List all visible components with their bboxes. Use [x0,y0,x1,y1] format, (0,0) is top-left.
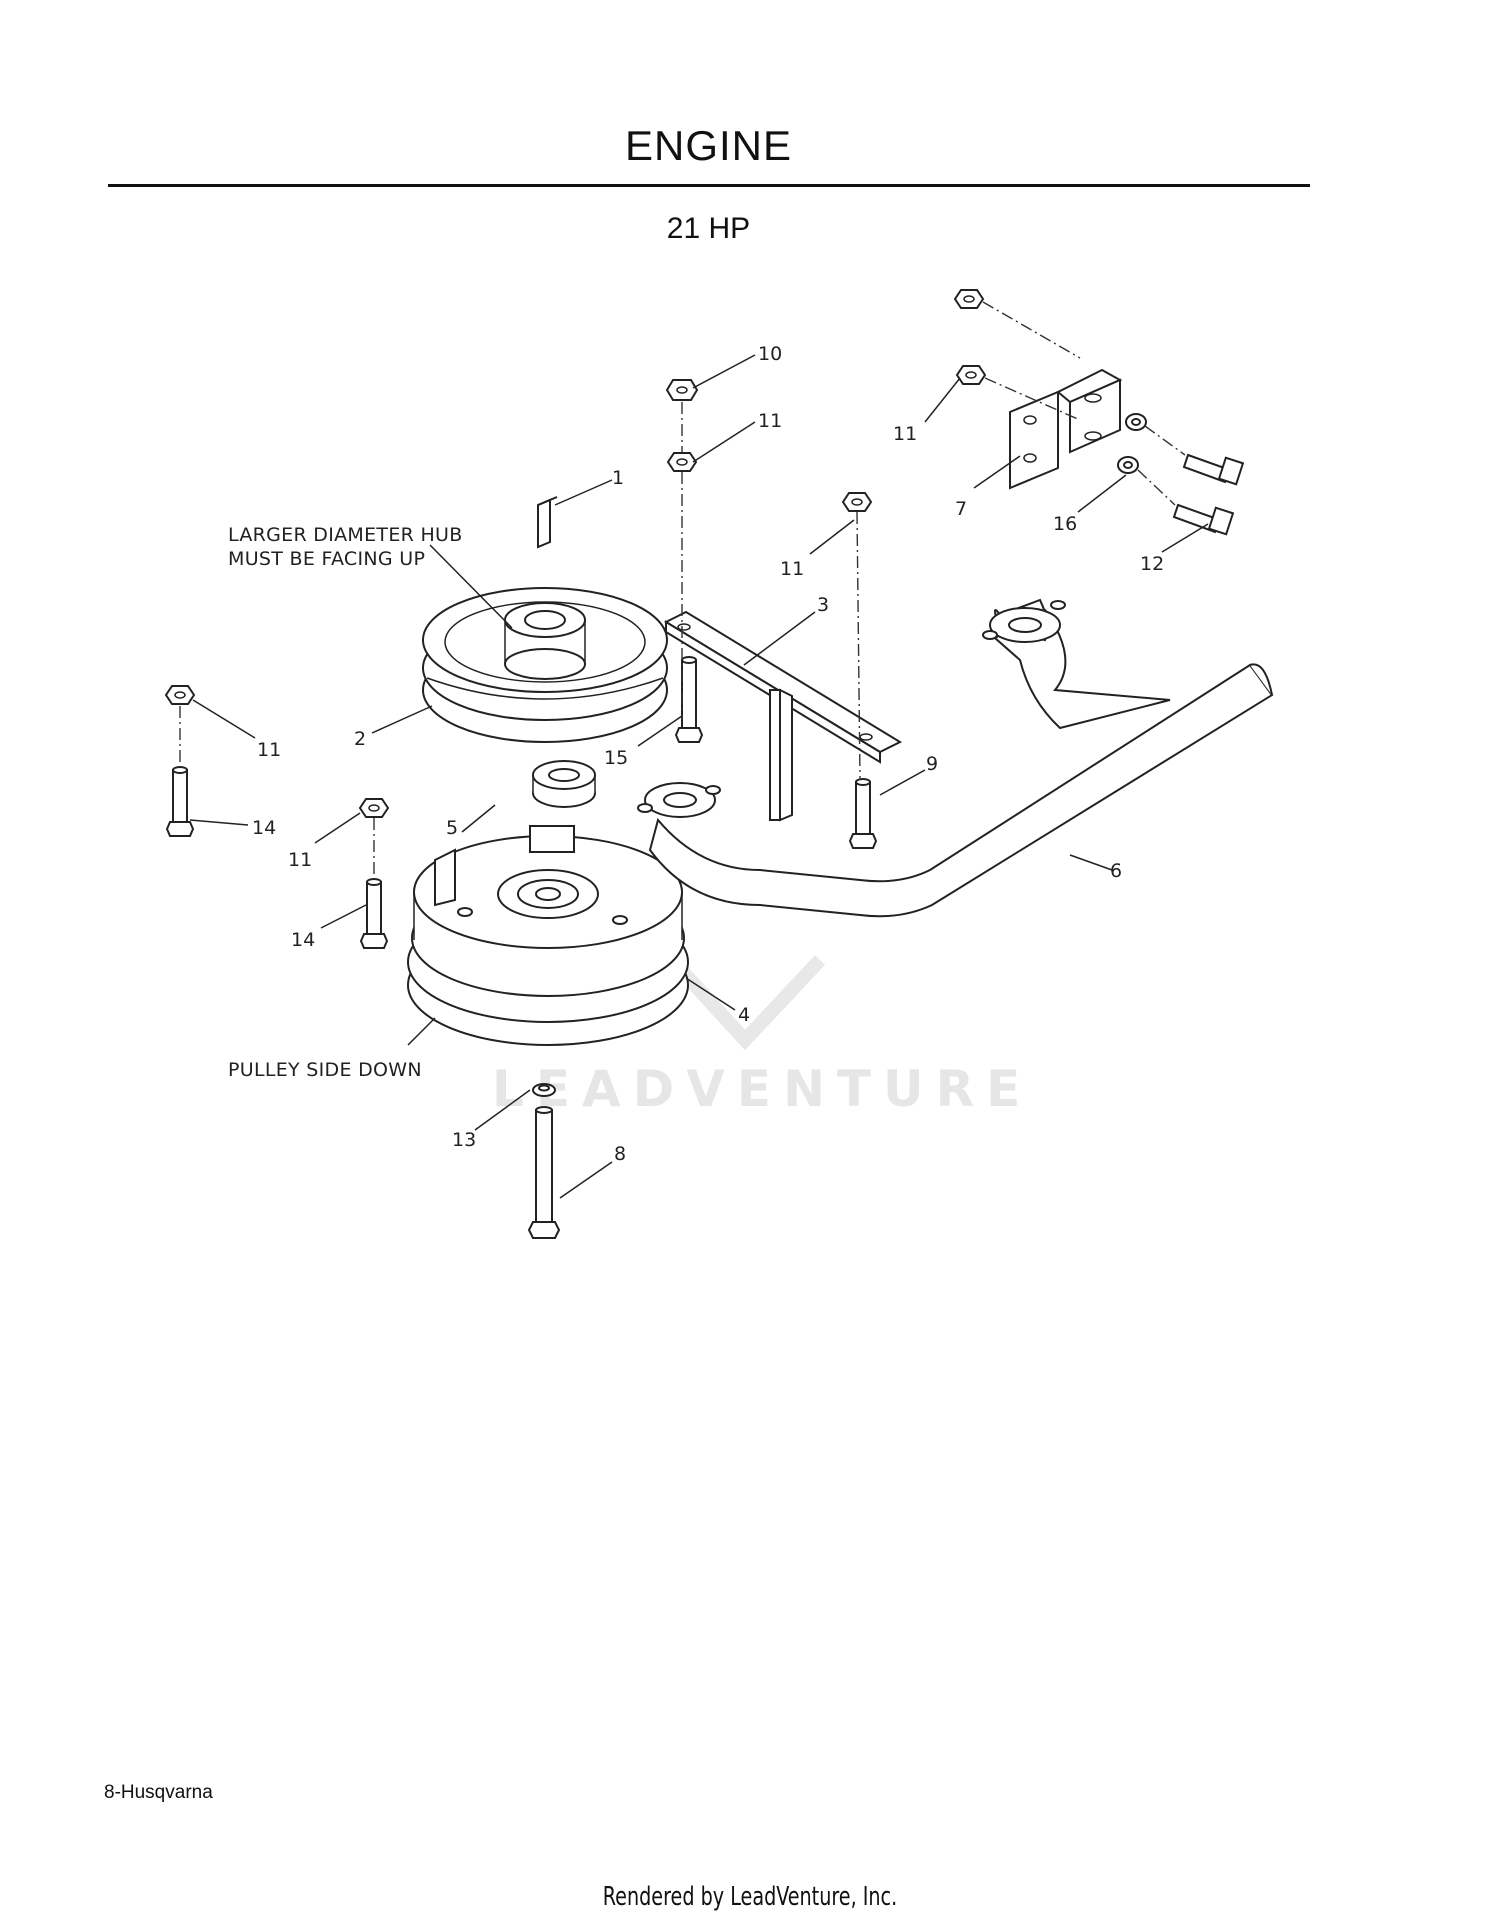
part-bolt-9 [848,778,878,849]
bolt-14-mid [359,878,389,949]
callout-4: 4 [738,1004,750,1026]
callout-11-top: 11 [758,410,782,432]
callout-11-left: 11 [257,739,281,761]
footer-page-label: 8-Husqvarna [104,1782,213,1803]
watermark-logo [666,955,826,1051]
callout-11-mid: 11 [288,849,312,871]
part-washers-16 [1117,413,1147,474]
page-subtitle: 21 HP [666,212,751,245]
nut-11-plate [955,365,987,385]
part-exhaust-pipe [637,598,1274,918]
callout-13: 13 [452,1129,476,1151]
part-washer [532,1083,556,1097]
part-clutch-bolt [527,1106,561,1239]
nut-11-left [164,685,196,705]
callout-1: 1 [612,467,624,489]
callout-leaders [189,354,1209,1199]
callout-14-mid: 14 [291,929,315,951]
part-spacer [532,760,596,808]
pulley-note: PULLEY SIDE DOWN [228,1059,422,1081]
assembly-center-lines [179,301,1186,878]
callout-5: 5 [446,817,458,839]
callout-6: 6 [1110,860,1122,882]
part-key [537,496,558,549]
title-rule [108,184,1310,187]
nut-11-plate-top [953,289,985,309]
callout-16: 16 [1053,513,1077,535]
part-bolt-15 [674,656,704,743]
callout-15: 15 [604,747,628,769]
hub-note-line2: MUST BE FACING UP [228,548,425,570]
bolt-14-left [165,766,195,837]
footer-credit: Rendered by LeadVenture, Inc. [602,1882,898,1912]
callout-2: 2 [354,728,366,750]
nut-11-top [666,452,698,472]
watermark: LEADVENTURE [492,1060,1032,1118]
nut-10 [665,379,699,401]
part-upper-pulley [422,587,668,743]
callout-11-plate: 11 [893,423,917,445]
callout-10: 10 [758,343,782,365]
callout-14-left: 14 [252,817,276,839]
callout-3: 3 [817,594,829,616]
callout-9: 9 [926,753,938,775]
nut-11-bracket [841,492,873,512]
callout-7: 7 [955,498,967,520]
page-title: ENGINE [624,122,793,169]
hub-note-line1: LARGER DIAMETER HUB [228,524,463,546]
callout-12: 12 [1140,553,1164,575]
nut-11-mid [358,798,390,818]
callout-11-bracket: 11 [780,558,804,580]
part-bolts-12 [1172,453,1245,536]
part-clutch [407,825,689,1046]
part-bracket [663,610,903,822]
part-mounting-plate [1009,368,1123,490]
callout-8: 8 [614,1143,626,1165]
